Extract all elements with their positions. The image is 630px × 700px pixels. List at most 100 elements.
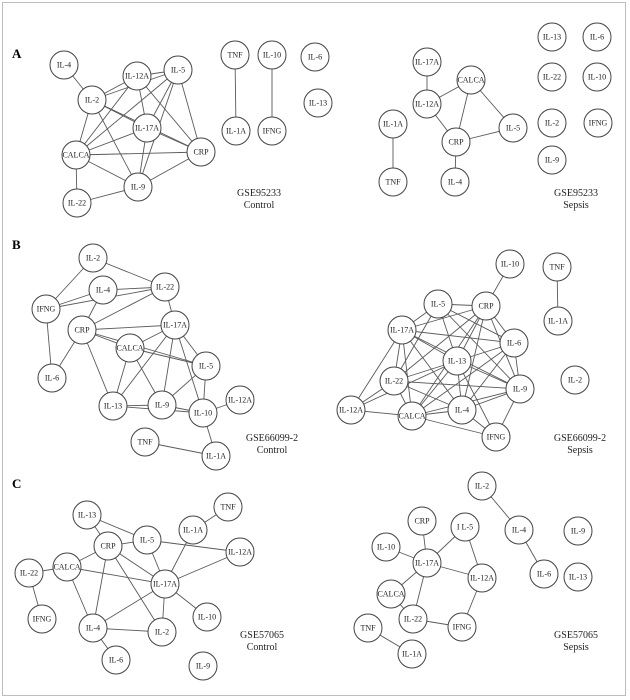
node-label: IL-22 <box>156 283 174 292</box>
edge-b-sepsis-crp-il4 <box>461 305 487 411</box>
node-label: IL-1A <box>183 526 203 535</box>
node-label: CRP <box>448 138 464 147</box>
node-c-control-il6: IL-6 <box>101 645 131 675</box>
node-label: IL-6 <box>537 570 551 579</box>
node-label: IL-10 <box>198 613 216 622</box>
node-circle <box>447 612 477 642</box>
edge-a-control-calca-crp <box>75 151 202 156</box>
node-c-sepsis-calca: CALCA <box>376 579 406 609</box>
node-circle <box>353 613 383 643</box>
node-circle <box>456 65 486 95</box>
node-label: IL-5 <box>506 124 520 133</box>
node-circle <box>78 243 108 273</box>
node-b-sepsis-il17a: IL-17A <box>387 315 417 345</box>
node-circle <box>563 562 593 592</box>
edge-b-sepsis-il6-calca <box>411 342 515 417</box>
node-circle <box>93 531 123 561</box>
node-b-control-il10: IL-10 <box>188 398 218 428</box>
node-circle <box>150 569 180 599</box>
edge-c-control-calca-il17a <box>66 566 166 585</box>
node-circle <box>398 604 428 634</box>
node-circle <box>376 579 406 609</box>
node-a-control-il12a: IL-12A <box>122 61 152 91</box>
node-circle <box>178 515 208 545</box>
node-b-sepsis-tnf: TNF <box>542 252 572 282</box>
node-circle <box>225 537 255 567</box>
node-circle <box>132 525 162 555</box>
node-c-sepsis-il22: IL-22 <box>398 604 428 634</box>
node-c-control-il17a: IL-17A <box>150 569 180 599</box>
edge-a-control-il12a-crp <box>136 75 202 153</box>
node-circle <box>188 398 218 428</box>
node-a-control-il17a: IL-17A <box>132 113 162 143</box>
node-circle <box>412 89 442 119</box>
node-c-sepsis-il13: IL-13 <box>563 562 593 592</box>
node-label: I L-5 <box>457 523 473 532</box>
node-b-sepsis-il13: IL-13 <box>442 346 472 376</box>
node-c-control-ifng: IFNG <box>27 604 57 634</box>
node-b-control-crp: CRP <box>67 315 97 345</box>
node-circle <box>186 137 216 167</box>
edge-b-sepsis-il22-il9 <box>393 380 521 390</box>
node-c-sepsis-tnf: TNF <box>353 613 383 643</box>
node-circle <box>191 351 221 381</box>
node-circle <box>423 289 453 319</box>
node-circle <box>27 604 57 634</box>
node-label: IL-17A <box>390 326 414 335</box>
node-circle <box>257 40 287 70</box>
node-label: IL-1A <box>226 127 246 136</box>
node-circle <box>441 127 471 157</box>
node-circle <box>192 602 222 632</box>
node-label: IL-10 <box>588 73 606 82</box>
node-label: IL-9 <box>155 401 169 410</box>
node-circle <box>537 108 567 138</box>
node-circle <box>147 390 177 420</box>
node-a-control-crp: CRP <box>186 137 216 167</box>
node-label: CRP <box>193 148 209 157</box>
node-c-sepsis-il17a: IL-17A <box>412 548 442 578</box>
edge-b-sepsis-il17a-il12a <box>350 329 403 411</box>
node-a-sepsis-il9: IL-9 <box>537 145 567 175</box>
node-circle <box>49 50 79 80</box>
node-label: IL-2 <box>568 376 582 385</box>
node-a-control-il10: IL-10 <box>257 40 287 70</box>
node-circle <box>582 22 612 52</box>
node-label: IFNG <box>33 615 52 624</box>
node-label: IL-4 <box>86 624 100 633</box>
node-c-sepsis-crp: CRP <box>407 506 437 536</box>
node-circle <box>257 116 287 146</box>
node-circle <box>537 22 567 52</box>
node-b-sepsis-il4: IL-4 <box>447 395 477 425</box>
node-b-control-il2: IL-2 <box>78 243 108 273</box>
node-label: IL-10 <box>377 543 395 552</box>
node-circle <box>378 167 408 197</box>
node-circle <box>397 401 427 431</box>
node-b-sepsis-il1a: IL-1A <box>543 306 573 336</box>
node-a-sepsis-crp: CRP <box>441 127 471 157</box>
node-label: IFNG <box>37 305 56 314</box>
node-a-sepsis-il1a: IL-1A <box>378 109 408 139</box>
node-circle <box>336 395 366 425</box>
node-a-control-il9: IL-9 <box>123 172 153 202</box>
edge-c-control-il5-il12a <box>146 539 241 553</box>
node-circle <box>62 188 92 218</box>
node-a-sepsis-il12a: IL-12A <box>412 89 442 119</box>
node-label: IL-12A <box>470 574 494 583</box>
edge-b-control-il17a-il13 <box>112 324 176 407</box>
node-label: IL-12A <box>339 406 363 415</box>
node-circle <box>583 108 613 138</box>
node-label: IL-22 <box>404 615 422 624</box>
node-circle <box>225 385 255 415</box>
node-c-sepsis-il6: IL-6 <box>529 559 559 589</box>
edge-b-sepsis-il17a-il4 <box>401 329 463 411</box>
node-label: TNF <box>549 263 565 272</box>
node-circle <box>78 613 108 643</box>
node-c-sepsis-ifng: IFNG <box>447 612 477 642</box>
node-b-sepsis-il2: IL-2 <box>560 365 590 395</box>
node-label: IL-22 <box>68 199 86 208</box>
node-circle <box>537 145 567 175</box>
node-label: IL-9 <box>131 183 145 192</box>
node-label: IL-17A <box>163 321 187 330</box>
